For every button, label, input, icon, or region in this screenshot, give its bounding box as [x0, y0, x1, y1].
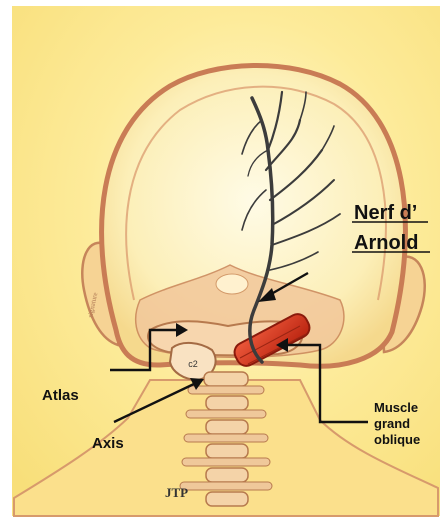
- occipital-bump: [216, 274, 248, 294]
- muscle-label-line3: oblique: [374, 432, 420, 447]
- axis-label: Axis: [92, 435, 124, 452]
- cervical-spine: [180, 372, 272, 506]
- muscle-label-line1: Muscle: [374, 400, 418, 415]
- nerve-label-line2: Arnold: [354, 232, 418, 254]
- c2-label: c2: [188, 359, 198, 369]
- atlas-label: Atlas: [42, 387, 79, 404]
- artist-initials: JTP: [165, 485, 188, 500]
- nerve-label-line1: Nerf d’: [354, 202, 417, 224]
- muscle-label-line2: grand: [374, 416, 410, 431]
